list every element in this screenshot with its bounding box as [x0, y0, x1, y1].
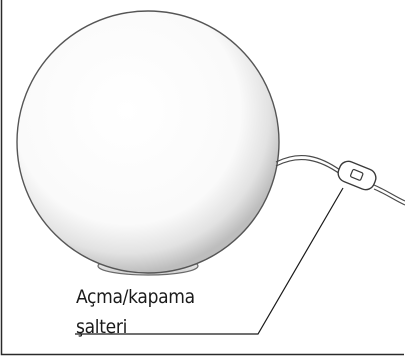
switch-label-line-1: Açma/kapama: [76, 288, 195, 307]
on-off-switch: [335, 159, 378, 193]
switch-label-line-2: şalteri: [76, 318, 127, 337]
globe-lamp: [17, 11, 279, 273]
power-cord: [276, 156, 405, 205]
